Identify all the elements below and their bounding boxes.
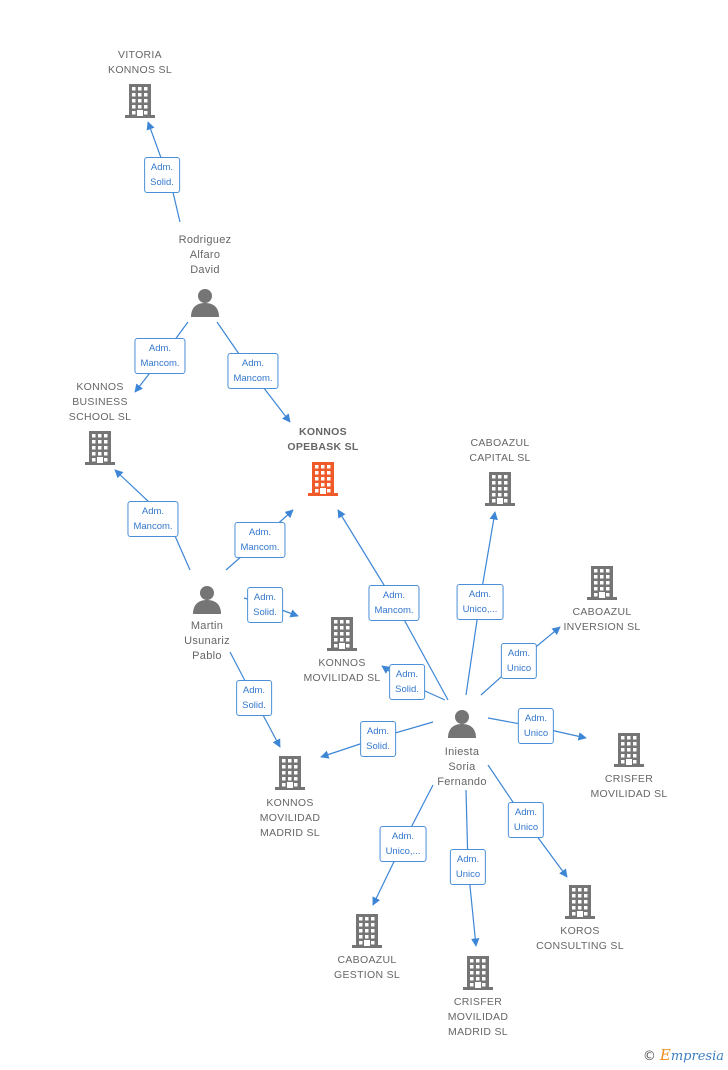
relation-role-label[interactable]: Adm. Mancom. xyxy=(234,522,286,558)
relation-role-label[interactable]: Adm. Mancom. xyxy=(227,353,279,389)
company-name-label[interactable]: CRISFER MOVILIDAD SL xyxy=(590,773,668,800)
relation-role-label[interactable]: Adm. Unico,... xyxy=(456,584,504,620)
company-name-label[interactable]: KONNOS MOVILIDAD SL xyxy=(303,657,381,684)
building-icon[interactable] xyxy=(564,884,596,925)
brand-initial: E xyxy=(659,1046,671,1064)
person-name-label[interactable]: Iniesta Soria Fernando xyxy=(437,746,487,788)
person-name-label[interactable]: Rodriguez Alfaro David xyxy=(178,234,232,276)
relation-role-label[interactable]: Adm. Solid. xyxy=(144,157,180,193)
relation-role-label[interactable]: Adm. Mancom. xyxy=(127,501,179,537)
empresia-watermark: ©Empresia xyxy=(643,1046,724,1064)
building-icon[interactable] xyxy=(484,471,516,512)
copyright-icon: © xyxy=(642,1049,656,1064)
building-icon[interactable] xyxy=(462,955,494,996)
company-name-label[interactable]: KONNOS OPEBASK SL xyxy=(287,426,359,453)
relation-role-label[interactable]: Adm. Solid. xyxy=(236,680,272,716)
person-icon[interactable] xyxy=(192,584,222,619)
relation-role-label[interactable]: Adm. Unico,... xyxy=(379,826,427,862)
relation-role-label[interactable]: Adm. Solid. xyxy=(247,587,283,623)
building-icon[interactable] xyxy=(274,755,306,796)
relation-role-label[interactable]: Adm. Unico xyxy=(500,643,538,679)
building-icon[interactable] xyxy=(351,913,383,954)
company-name-label[interactable]: KONNOS BUSINESS SCHOOL SL xyxy=(68,381,132,423)
company-name-label[interactable]: CABOAZUL CAPITAL SL xyxy=(469,437,531,464)
building-icon[interactable] xyxy=(124,83,156,124)
building-icon[interactable] xyxy=(613,732,645,773)
company-name-label[interactable]: CABOAZUL GESTION SL xyxy=(333,954,401,981)
relation-role-label[interactable]: Adm. Solid. xyxy=(389,664,425,700)
relation-role-label[interactable]: Adm. Unico xyxy=(507,802,545,838)
relation-role-label[interactable]: Adm. Solid. xyxy=(360,721,396,757)
company-name-label[interactable]: CABOAZUL INVERSION SL xyxy=(563,606,641,633)
relation-role-label[interactable]: Adm. Mancom. xyxy=(134,338,186,374)
person-icon[interactable] xyxy=(190,287,220,322)
company-name-label[interactable]: KOROS CONSULTING SL xyxy=(536,925,624,952)
company-name-label[interactable]: VITORIA KONNOS SL xyxy=(108,49,172,76)
company-name-label[interactable]: KONNOS MOVILIDAD MADRID SL xyxy=(259,797,321,839)
person-icon[interactable] xyxy=(447,708,477,743)
building-icon[interactable] xyxy=(326,616,358,657)
company-name-label[interactable]: CRISFER MOVILIDAD MADRID SL xyxy=(447,996,509,1038)
brand-name: mpresia xyxy=(670,1049,724,1064)
relation-role-label[interactable]: Adm. Mancom. xyxy=(368,585,420,621)
building-icon[interactable] xyxy=(307,461,339,502)
building-icon[interactable] xyxy=(586,565,618,606)
building-icon[interactable] xyxy=(84,430,116,471)
person-name-label[interactable]: Martin Usunariz Pablo xyxy=(184,620,230,662)
relation-role-label[interactable]: Adm. Unico xyxy=(449,849,487,885)
relation-role-label[interactable]: Adm. Unico xyxy=(517,708,555,744)
